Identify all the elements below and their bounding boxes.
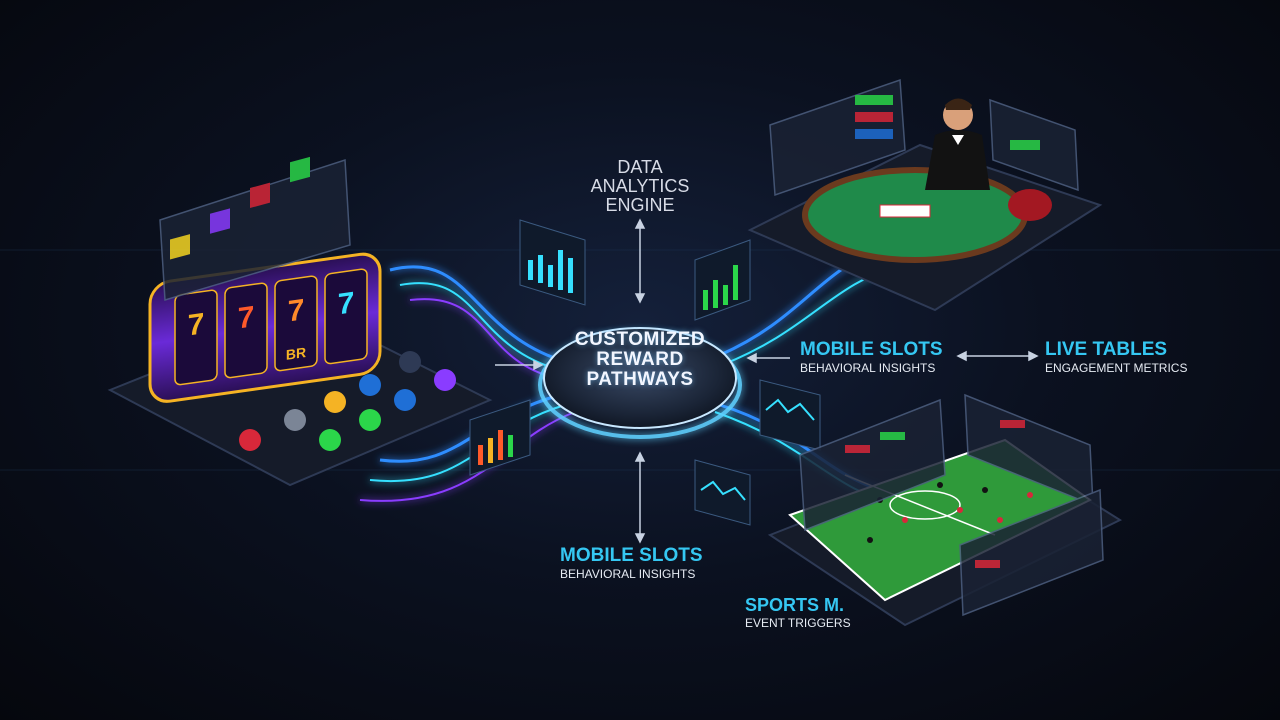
engine-label: DATA ANALYTICS ENGINE: [565, 158, 715, 215]
node-subtitle: BEHAVIORAL INSIGHTS: [800, 360, 936, 375]
node-mobile-slots-right: MOBILE SLOTS BEHAVIORAL INSIGHTS: [800, 340, 943, 375]
floating-panel-left: [159, 156, 351, 301]
engine-line-2: ANALYTICS: [590, 175, 690, 196]
reel-symbol-3: 7: [288, 293, 305, 328]
reel-symbol-2: 7: [238, 300, 255, 335]
dealer-icon: [747, 78, 1103, 312]
floating-panel-sports: [799, 393, 1104, 617]
engine-line-3: ENGINE: [605, 194, 675, 215]
hub: [538, 327, 742, 439]
playing-cards: [879, 204, 931, 218]
reel-symbol-1: 7: [188, 307, 205, 342]
node-title: LIVE TABLES: [1045, 339, 1168, 360]
node-subtitle: BEHAVIORAL INSIGHTS: [560, 566, 696, 581]
floating-panel-top-right: [769, 78, 1079, 197]
slot-machine-icon: 7 7 7 7 BR: [107, 156, 493, 487]
hub-line-2: REWARD: [596, 348, 684, 370]
engine-line-1: DATA: [617, 157, 663, 177]
connector-arrows: [495, 218, 1039, 544]
reel-bar-symbol: BR: [286, 344, 306, 363]
node-title: SPORTS M.: [745, 595, 845, 615]
hub-line-1: CUSTOMIZED: [574, 329, 706, 350]
node-live-tables: LIVE TABLES ENGAGEMENT METRICS: [1045, 340, 1187, 375]
reel-symbol-4: 7: [338, 286, 355, 321]
dealer-figure: [925, 98, 990, 190]
slot-buttons: [239, 351, 456, 451]
node-title: MOBILE SLOTS: [560, 545, 703, 566]
node-title: MOBILE SLOTS: [800, 339, 943, 360]
hub-label: CUSTOMIZED REWARD PATHWAYS: [548, 330, 732, 390]
node-mobile-slots-bottom: MOBILE SLOTS BEHAVIORAL INSIGHTS: [560, 546, 703, 581]
node-sports: SPORTS M. EVENT TRIGGERS: [745, 596, 851, 629]
hub-line-3: PATHWAYS: [586, 368, 694, 390]
soccer-pitch-icon: [767, 393, 1123, 627]
node-subtitle: ENGAGEMENT METRICS: [1045, 360, 1188, 375]
node-subtitle: EVENT TRIGGERS: [745, 615, 851, 630]
reel-panel: 7 7 7 7 BR: [174, 268, 368, 386]
bar-chart-icon: [469, 219, 821, 526]
